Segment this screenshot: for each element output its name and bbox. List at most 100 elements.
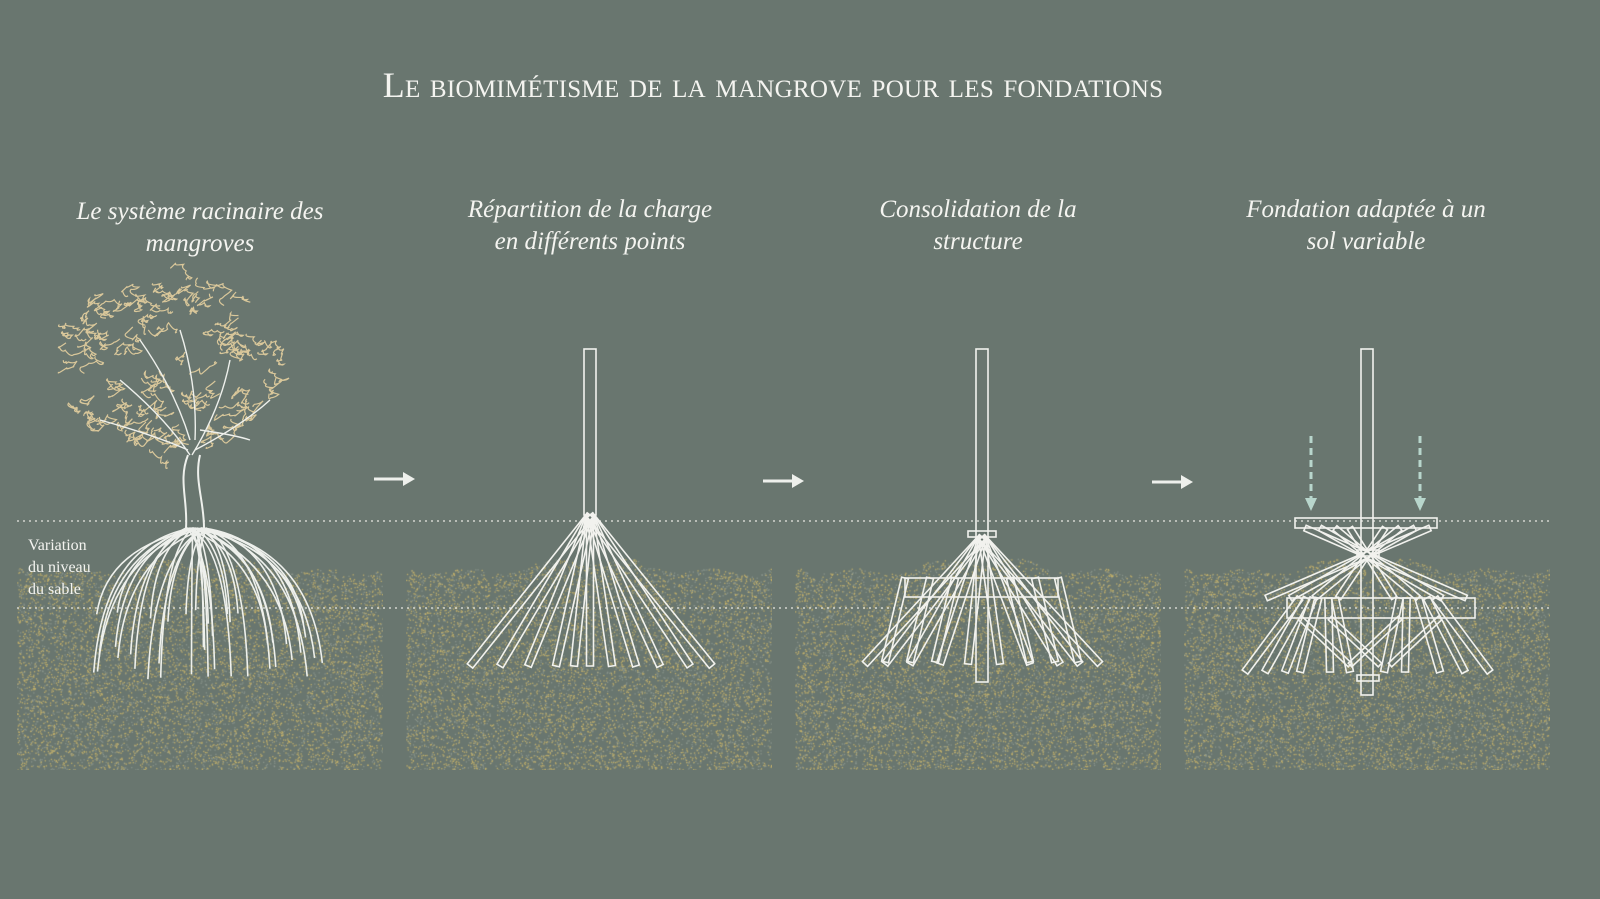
leaf-cluster [208,425,235,444]
tree-illustration [57,262,324,680]
caption-line: Fondation adaptée à un [1246,196,1486,223]
leaf-cluster [140,382,157,399]
leaf-cluster [155,290,179,303]
root [95,527,203,615]
leaf-cluster [86,301,111,319]
leaf-cluster [138,433,176,445]
caption-line: structure [933,228,1023,255]
leaf-cluster [158,370,175,393]
label-line: Variation [28,537,87,554]
leaf-cluster [257,340,273,356]
leg [1334,525,1389,601]
adaptive-foundation-structure [1241,348,1494,696]
leaf-cluster [93,298,123,312]
arrow-down-dashed-icon [1305,436,1317,511]
leaf-cluster [124,326,142,343]
caption-line: sol variable [1306,228,1426,255]
leg [978,533,1104,668]
leaf-cluster [175,284,192,295]
leaf-cluster [241,398,250,422]
leg [1260,595,1311,675]
leg [1379,596,1405,674]
leaf-cluster [154,326,165,338]
branch [99,419,189,451]
leaf-cluster [218,332,238,341]
leaf-cluster [121,283,141,298]
leaf-cluster [161,292,176,302]
leaf-cluster [136,404,146,418]
caption-line: Le système racinaire des [76,198,324,225]
leg [977,535,1005,666]
leaf-cluster [99,338,121,351]
leaf-cluster [268,368,290,383]
leaf-cluster [143,369,162,388]
root [193,527,209,677]
leaf-cluster [202,328,225,337]
roots [92,527,324,680]
root [194,527,324,663]
root [205,527,249,677]
branches [99,329,271,456]
leaf-cluster [189,360,218,375]
leaf-cluster [86,329,108,341]
leaf-cluster [245,333,267,347]
root [202,527,231,623]
leaf-cluster [215,282,233,307]
arrow-right-icon [1152,475,1193,489]
leg [1387,615,1443,668]
load-distribution-structure [466,348,716,670]
leaf-cluster [231,386,249,400]
leaf-cluster [82,317,98,333]
leaf-cluster [86,414,105,432]
leaf-cluster [151,282,164,293]
leaf-cluster [133,300,143,313]
leaf-cluster [194,399,211,410]
label-line: du niveau [28,559,91,576]
leg [1263,524,1433,602]
caption-roots: Le système racinaire des mangroves [40,196,360,260]
leg [1346,525,1398,601]
leaf-cluster [134,293,161,307]
root [92,527,194,673]
leaf-cluster [138,419,153,435]
pole [975,348,989,683]
branch [179,329,196,441]
leaf-cluster [83,410,96,423]
root [196,527,229,615]
leaf-cluster [57,322,81,331]
leaf-cluster [171,424,187,443]
leg [1287,524,1418,602]
branch [194,399,271,451]
leg [1324,597,1335,673]
foliage [57,262,290,470]
leaf-cluster [79,355,105,374]
caption-line: Répartition de la charge [467,196,713,223]
leaf-cluster [96,329,109,341]
leaf-cluster [175,351,186,366]
leg [1030,576,1060,664]
leaf-cluster [112,300,132,312]
leaf-cluster [57,360,78,374]
leaf-cluster [137,313,158,326]
leaf-cluster [124,429,143,447]
leg [1005,576,1035,664]
leaf-cluster [79,395,95,406]
leaf-cluster [245,413,257,422]
leaf-cluster [196,293,214,308]
leg [1317,524,1445,602]
leaf-cluster [149,303,174,314]
consolidated-structure [861,348,1104,683]
root [191,527,293,660]
leaf-cluster [155,411,175,420]
caption-line: mangroves [145,230,255,257]
leaf-cluster [126,431,146,443]
leg [1241,594,1304,676]
leaf-cluster [235,348,251,362]
root [190,527,194,675]
leaf-cluster [194,277,218,292]
trunk [182,454,205,529]
leaf-cluster [268,387,280,400]
leaf-cluster [200,434,214,449]
